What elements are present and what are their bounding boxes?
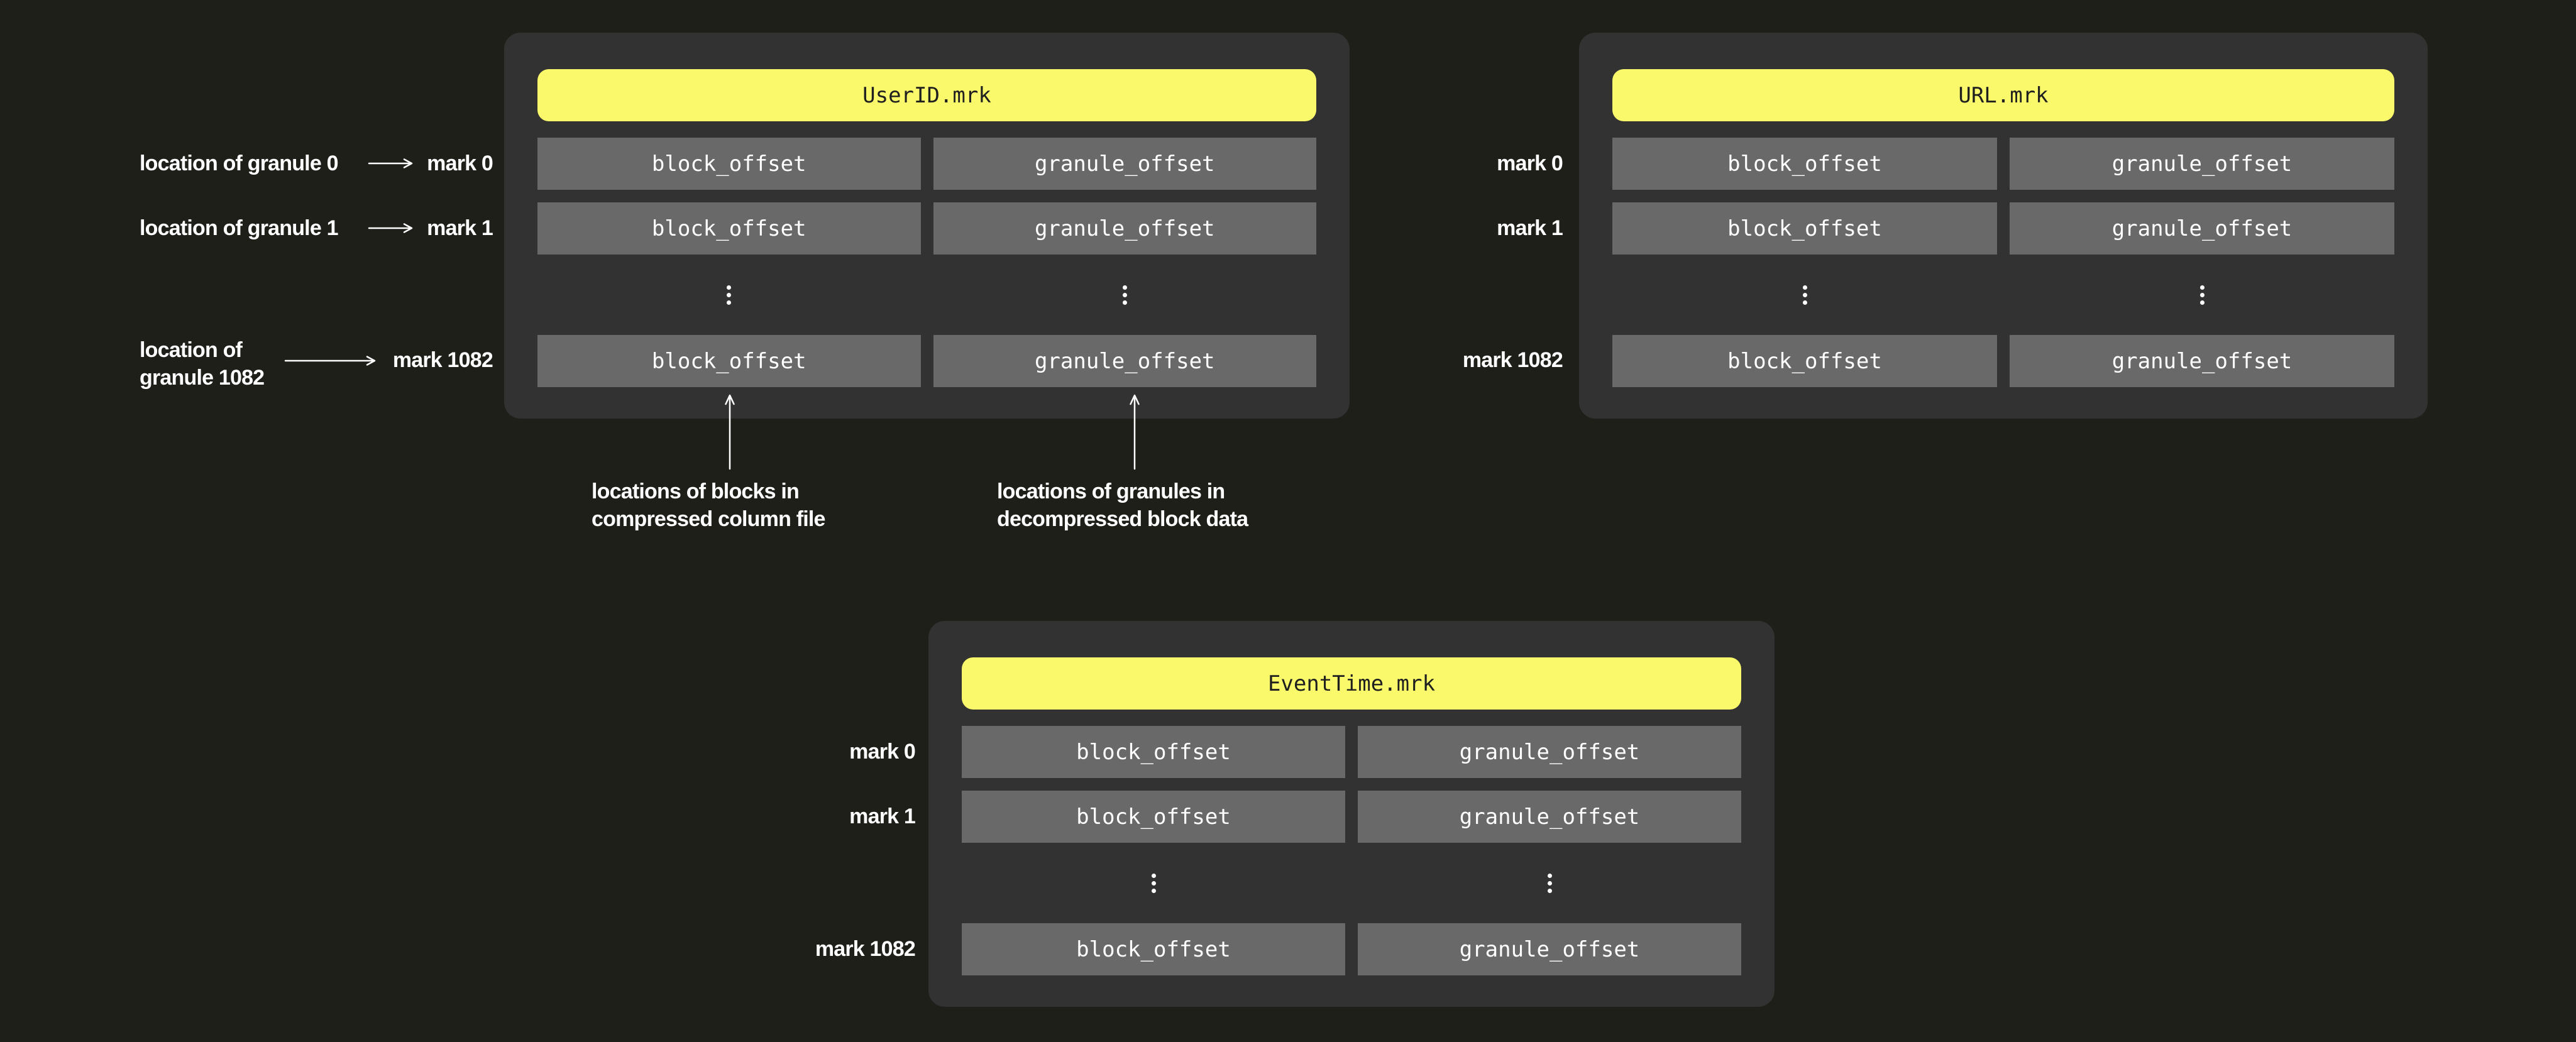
ellipsis-row [1612,255,2394,335]
annotation-line-1: location of [140,338,243,362]
block-offset-cell: block_offset [1612,335,1997,387]
arrow-right-icon [368,223,413,233]
mark-row: block_offset granule_offset [537,138,1316,190]
mark-file-panel-userid: UserID.mrk block_offset granule_offset b… [504,33,1350,419]
granule-offset-cell: granule_offset [933,202,1316,255]
block-offset-cell: block_offset [1612,202,1997,255]
mark-label: mark 1082 [1462,348,1563,372]
annotation-location-granule-1: location of granule 1 [140,216,338,240]
mark-row: block_offset granule_offset [962,923,1741,975]
ellipsis-row [537,255,1316,335]
granule-offset-cell: granule_offset [2010,335,2394,387]
mark-row: block_offset granule_offset [1612,138,2394,190]
mark-label: mark 0 [1497,151,1563,175]
block-offset-cell: block_offset [537,138,921,190]
mark-label: mark 1 [427,216,493,240]
mark-file-panel-url: URL.mrk block_offset granule_offset bloc… [1579,33,2428,419]
granule-offset-cell: granule_offset [2010,138,2394,190]
mark-file-title: URL.mrk [1612,69,2394,121]
vertical-ellipsis-icon [1151,873,1156,893]
granule-offset-cell: granule_offset [1358,791,1741,843]
caption-blocks: locations of blocks in compressed column… [592,478,825,533]
block-offset-cell: block_offset [1612,138,1997,190]
mark-label: mark 1 [849,804,916,828]
block-offset-cell: block_offset [537,202,921,255]
arrow-up-icon [1130,394,1140,470]
arrow-right-icon [284,356,376,366]
caption-granules: locations of granules in decompressed bl… [997,478,1248,533]
mark-row: block_offset granule_offset [1612,335,2394,387]
block-offset-cell: block_offset [537,335,921,387]
mark-row: block_offset granule_offset [537,202,1316,255]
mark-row: block_offset granule_offset [537,335,1316,387]
annotation-line-2: granule 1082 [140,366,265,390]
arrow-up-icon [725,394,735,470]
mark-label: mark 0 [427,151,493,175]
caption-line-2: compressed column file [592,507,825,531]
granule-offset-cell: granule_offset [1358,726,1741,778]
mark-label: mark 1082 [392,348,493,372]
vertical-ellipsis-icon [2199,285,2204,305]
caption-line-2: decompressed block data [997,507,1248,531]
block-offset-cell: block_offset [962,726,1345,778]
mark-row: block_offset granule_offset [962,726,1741,778]
annotation-location-granule-0: location of granule 0 [140,151,338,175]
caption-line-1: locations of blocks in [592,480,800,503]
ellipsis-row [962,843,1741,923]
vertical-ellipsis-icon [1547,873,1552,893]
vertical-ellipsis-icon [1802,285,1807,305]
mark-label: mark 1 [1497,216,1563,240]
granule-offset-cell: granule_offset [1358,923,1741,975]
granule-offset-cell: granule_offset [933,138,1316,190]
vertical-ellipsis-icon [727,285,732,305]
mark-label: mark 1082 [815,937,916,961]
mark-file-title: EventTime.mrk [962,657,1741,710]
mark-row: block_offset granule_offset [1612,202,2394,255]
granule-offset-cell: granule_offset [933,335,1316,387]
granule-offset-cell: granule_offset [2010,202,2394,255]
mark-file-title: UserID.mrk [537,69,1316,121]
mark-file-panel-eventtime: EventTime.mrk block_offset granule_offse… [928,621,1775,1007]
vertical-ellipsis-icon [1122,285,1127,305]
mark-row: block_offset granule_offset [962,791,1741,843]
block-offset-cell: block_offset [962,791,1345,843]
block-offset-cell: block_offset [962,923,1345,975]
caption-line-1: locations of granules in [997,480,1225,503]
arrow-right-icon [368,158,413,168]
mark-label: mark 0 [849,740,916,764]
annotation-location-granule-1082: location of granule 1082 [140,336,265,392]
